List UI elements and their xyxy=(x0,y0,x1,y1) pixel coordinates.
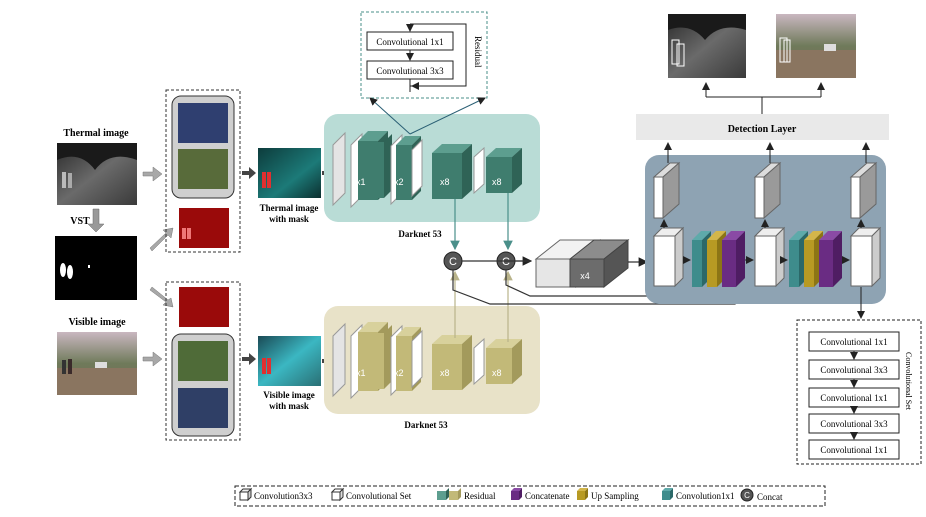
svg-text:C: C xyxy=(449,256,457,268)
visible-masked-label-1: Visible image xyxy=(263,390,314,400)
input-arrows xyxy=(142,166,174,367)
thermal-mask-red xyxy=(179,208,229,248)
legend-residual-label: Residual xyxy=(464,491,496,501)
residual-detail-box xyxy=(360,11,488,99)
visible-masked-image xyxy=(258,336,321,386)
legend-conv3x3-icon xyxy=(238,487,253,502)
vst-mask-image xyxy=(55,236,137,300)
thermal-masked-image xyxy=(258,148,321,198)
legend-upsampling-label: Up Sampling xyxy=(591,491,639,501)
conv-set-item-3: Convolutional 1x1 xyxy=(820,393,887,403)
darknet-bottom-label: Darknet 53 xyxy=(404,420,448,430)
neck-blocks xyxy=(534,238,630,289)
thermal-image xyxy=(57,143,137,205)
thermal-channel-blue xyxy=(178,103,228,143)
thermal-masked-label-2: with mask xyxy=(269,214,309,224)
residual-pointer-lines xyxy=(369,97,486,135)
legend-conv-set-label: Convolutional Set xyxy=(346,491,412,501)
thermal-channel-green xyxy=(178,149,228,189)
visible-channel-green xyxy=(178,341,228,381)
legend-conv1x1-label: Convolution1x1 xyxy=(676,491,735,501)
detection-layer-label: Detection Layer xyxy=(728,124,797,135)
darknet-top-label: Darknet 53 xyxy=(398,229,442,239)
detection-output-lines xyxy=(702,82,825,114)
head-blocks xyxy=(652,161,882,288)
conv-set-item-1: Convolutional 1x1 xyxy=(820,337,887,347)
vst-label: VST xyxy=(70,216,90,227)
visible-detection-output xyxy=(776,14,856,78)
neck-multiplier: x4 xyxy=(580,271,590,281)
legend-residual-icon xyxy=(437,488,461,500)
darknet-top-mult-1: x1 xyxy=(356,177,366,187)
thermal-masked-label-1: Thermal image xyxy=(260,203,319,213)
concat-node-1: C xyxy=(443,251,463,271)
darknet-bottom-mult-3: x8 xyxy=(440,368,450,378)
legend-concatenate-icon xyxy=(511,488,522,500)
thermal-split-box xyxy=(165,89,241,253)
svg-text:C: C xyxy=(744,491,750,500)
darknet-bottom-mult-1: x1 xyxy=(356,368,366,378)
darknet-top-mult-4: x8 xyxy=(492,177,502,187)
visible-image xyxy=(57,332,137,395)
visible-split-box xyxy=(165,281,241,441)
head-arrows xyxy=(660,142,870,319)
detection-layer-bar xyxy=(636,114,889,140)
conv-set-detail-box xyxy=(796,319,922,465)
legend-concat-label: Concat xyxy=(757,492,783,502)
conv-set-item-5: Convolutional 1x1 xyxy=(820,445,887,455)
vst-arrow xyxy=(87,208,105,233)
residual-title: Residual xyxy=(473,36,483,68)
legend-concat-icon: C xyxy=(740,488,754,502)
conv-set-item-2: Convolutional 3x3 xyxy=(820,365,888,375)
residual-arrows xyxy=(406,23,467,92)
legend-conv1x1-icon xyxy=(662,488,673,500)
legend-box xyxy=(234,485,826,507)
svg-text:Convolutional 1x1: Convolutional 1x1 xyxy=(376,37,443,47)
conv-set-title: Convolutional Set xyxy=(904,352,913,411)
darknet-bottom-blocks xyxy=(332,322,522,400)
svg-text:Convolutional 3x3: Convolutional 3x3 xyxy=(376,66,444,76)
legend-concatenate-label: Concatenate xyxy=(525,491,569,501)
darknet-bottom-mult-2: x2 xyxy=(394,368,404,378)
darknet-top-mult-3: x8 xyxy=(440,177,450,187)
visible-mask-red xyxy=(179,287,229,327)
legend-conv3x3-label: Convolution3x3 xyxy=(254,491,313,501)
thermal-detection-output xyxy=(668,14,746,78)
thermal-image-label: Thermal image xyxy=(63,128,129,139)
concat-connections xyxy=(450,193,513,342)
conv-set-item-4: Convolutional 3x3 xyxy=(820,419,888,429)
darknet-top-mult-2: x2 xyxy=(394,177,404,187)
visible-masked-label-2: with mask xyxy=(269,401,309,411)
darknet-bottom-mult-4: x8 xyxy=(492,368,502,378)
legend-conv-set-icon xyxy=(330,487,345,502)
darknet-top-blocks xyxy=(332,131,522,209)
visible-channel-blue xyxy=(178,388,228,428)
legend-upsampling-icon xyxy=(577,488,588,500)
legend: C xyxy=(238,487,754,502)
visible-image-label: Visible image xyxy=(68,317,126,328)
svg-text:C: C xyxy=(502,256,510,268)
